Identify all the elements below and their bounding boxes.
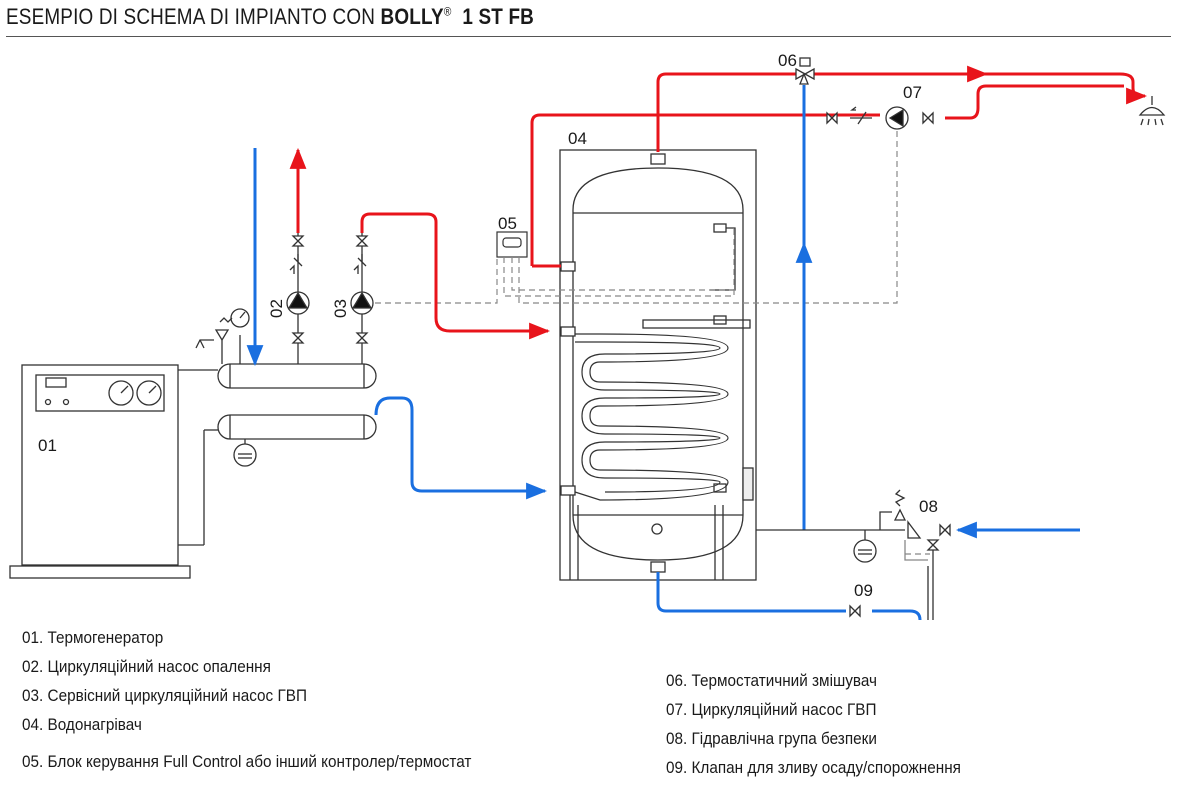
recirculation-group xyxy=(826,106,934,130)
label-02: 02 xyxy=(267,299,286,318)
legend-item: 03. Сервісний циркуляційний насос ГВП xyxy=(22,686,307,705)
legend-item: 04. Водонагрівач xyxy=(22,715,142,734)
title-rule xyxy=(6,36,1171,37)
legend-item: 08. Гідравлічна група безпеки xyxy=(666,729,877,748)
label-09: 09 xyxy=(854,581,873,600)
legend-left: 01. Термогенератор 02. Циркуляційний нас… xyxy=(22,623,471,776)
legend-gap xyxy=(22,739,471,747)
title-prefix: ESEMPIO DI SCHEMA DI IMPIANTO CON xyxy=(6,4,381,29)
pump-icon xyxy=(350,233,374,364)
label-04: 04 xyxy=(568,129,587,148)
pump-icon xyxy=(286,233,310,364)
water-heater-tank xyxy=(559,149,757,581)
label-06: 06 xyxy=(778,51,797,70)
valve-icon xyxy=(849,604,861,618)
boiler-icon xyxy=(9,364,218,579)
label-07: 07 xyxy=(903,83,922,102)
heat-exchanger-coil xyxy=(574,333,729,501)
hot-water-lines xyxy=(289,65,1148,340)
legend-item: 09. Клапан для зливу осаду/спорожнення xyxy=(666,758,961,777)
legend-item: 05. Блок керування Full Control або інши… xyxy=(22,752,472,771)
controller-icon xyxy=(496,231,528,258)
title-brand: BOLLY xyxy=(380,4,444,29)
legend-item: 07. Циркуляційний насос ГВП xyxy=(666,700,877,719)
legend-item: 06. Термостатичний змішувач xyxy=(666,671,877,690)
safety-valve-icon xyxy=(879,489,951,620)
expansion-vessel-icon xyxy=(853,539,877,563)
legend-item: 01. Термогенератор xyxy=(22,628,164,647)
legend-right: 06. Термостатичний змішувач 07. Циркуляц… xyxy=(666,666,961,782)
shower-head-icon xyxy=(1138,96,1166,126)
legend-item: 02. Циркуляційний насос опалення xyxy=(22,657,271,676)
title-registered: ® xyxy=(443,4,452,19)
expansion-vessel-icon xyxy=(233,439,257,467)
mixing-valve-icon xyxy=(795,57,815,85)
system-diagram: 01 02 03 04 05 06 07 08 09 xyxy=(9,51,1166,620)
title-model: 1 ST FB xyxy=(462,4,535,29)
page-title: ESEMPIO DI SCHEMA DI IMPIANTO CON BOLLY®… xyxy=(6,4,534,30)
cold-water-lines xyxy=(246,85,1080,620)
cold-connection xyxy=(756,529,905,540)
hydraulic-headers xyxy=(217,363,377,440)
label-08: 08 xyxy=(919,497,938,516)
label-05: 05 xyxy=(498,214,517,233)
label-03: 03 xyxy=(331,299,350,318)
label-01: 01 xyxy=(38,436,57,455)
control-signal-lines xyxy=(375,125,930,555)
boiler-safety-group xyxy=(195,308,250,364)
